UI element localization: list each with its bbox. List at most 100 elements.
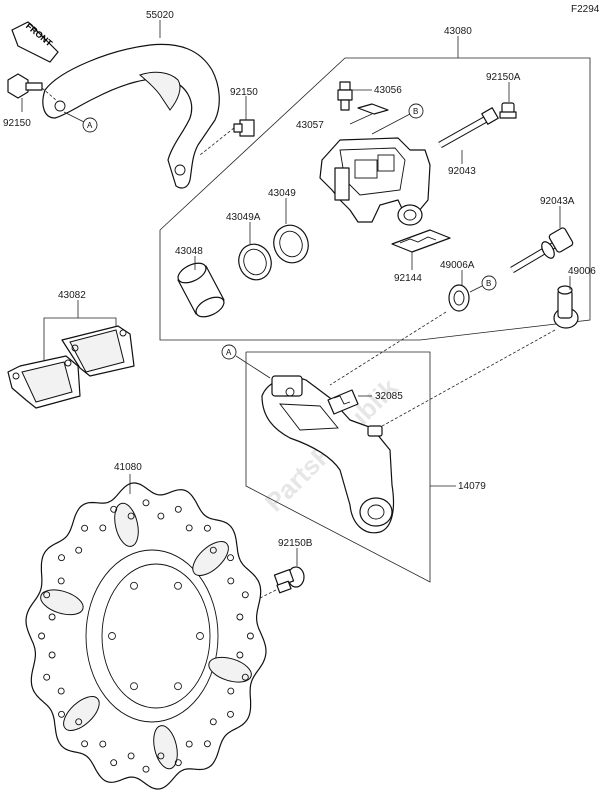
disc-hole: [48, 613, 56, 621]
disc-hole: [227, 710, 234, 718]
disc-hole: [43, 673, 51, 681]
disc-hole: [227, 554, 234, 562]
disc-hole: [246, 632, 254, 640]
pin-92043A: [510, 227, 574, 274]
disc-hole: [227, 687, 235, 695]
disc-hole: [48, 651, 56, 659]
disc-hole: [185, 740, 193, 748]
disc-hole: [203, 740, 211, 748]
label-92043: 92043: [448, 166, 476, 177]
disc-cutout: [63, 696, 100, 731]
disc-hole: [227, 577, 235, 585]
label-43048: 43048: [175, 246, 203, 257]
disc-hole: [57, 687, 65, 695]
pin-92043: [438, 107, 499, 149]
disc-hole: [110, 759, 118, 767]
label-92150A: 92150A: [486, 72, 521, 83]
front-arrow-icon: FRONT: [11, 21, 59, 63]
disc-cutout: [114, 502, 139, 547]
disc-mount-hole: [130, 581, 138, 590]
brake-pad-outer: [7, 355, 81, 409]
disc-hole: [236, 613, 244, 621]
disc-hole: [75, 546, 83, 554]
label-92150B: 92150B: [278, 538, 313, 549]
piston-seal-43049: [273, 224, 309, 264]
disc-hole: [203, 524, 211, 532]
disc-hole: [174, 759, 182, 767]
bolt-92150-left: [7, 73, 43, 99]
caliper-body: [319, 137, 431, 226]
disc-hole: [174, 505, 182, 513]
label-55020: 55020: [146, 10, 174, 21]
disc-mount-hole: [196, 632, 204, 640]
dust-seal-43049A: [238, 243, 272, 281]
disc-hole: [157, 512, 165, 520]
disc-hole: [209, 718, 217, 726]
disc-hub: [101, 563, 211, 709]
disc-hole: [58, 554, 65, 562]
figure-code: F2294: [571, 4, 600, 15]
label-41080: 41080: [114, 462, 142, 473]
disc-hole: [99, 740, 107, 748]
disc-cutout: [40, 589, 84, 616]
bleeder-cap-43057: [357, 103, 389, 115]
plug-92150A: [499, 102, 517, 119]
label-92043A: 92043A: [540, 196, 575, 207]
disc-hole: [209, 546, 217, 554]
disc-mount-hole: [174, 581, 182, 590]
disc-cutout: [192, 541, 229, 576]
disc-hole: [185, 524, 193, 532]
callout-a-1: A: [87, 121, 93, 130]
disc-hole: [127, 512, 135, 520]
boot-49006A: [448, 284, 470, 312]
disc-hole: [99, 524, 107, 532]
disc-hole: [81, 524, 89, 532]
disc-hole: [236, 651, 244, 659]
boot-49006: [553, 285, 579, 329]
disc-mount-hole: [108, 632, 116, 640]
disc-cutout: [153, 725, 178, 770]
label-43080: 43080: [444, 26, 472, 37]
piston-43048: [177, 262, 225, 318]
bolt-92150: [233, 119, 255, 137]
brake-disc: [25, 482, 267, 790]
pad-spring-92144: [391, 229, 451, 253]
caliper-assembly-outline: [159, 57, 591, 341]
label-92144: 92144: [394, 273, 422, 284]
disc-hole: [58, 710, 65, 718]
disc-mount-hole: [130, 682, 138, 691]
disc-hole: [81, 740, 89, 748]
brake-pad-inner: [61, 325, 135, 377]
callout-b-2: B: [486, 279, 491, 288]
bleeder-valve-43056: [337, 81, 353, 111]
disc-mount-hole: [174, 682, 182, 691]
label-14079: 14079: [458, 481, 486, 492]
disc-hole: [57, 577, 65, 585]
bolt-92150B: [273, 566, 305, 594]
disc-hole: [127, 752, 135, 760]
label-49006: 49006: [568, 266, 596, 277]
callout-b-1: B: [413, 107, 418, 116]
label-43057: 43057: [296, 120, 324, 131]
label-92150-left: 92150: [3, 118, 31, 129]
label-32085: 32085: [375, 391, 403, 402]
disc-hole: [142, 765, 150, 773]
label-49006A: 49006A: [440, 260, 475, 271]
disc-rim: [25, 482, 267, 790]
disc-hole: [110, 505, 118, 513]
pad-clip-32085: [327, 389, 359, 415]
chain-guide-bracket: [42, 43, 220, 189]
disc-cutout: [208, 656, 252, 683]
disc-hole: [75, 718, 83, 726]
label-43082: 43082: [58, 290, 86, 301]
label-43049A: 43049A: [226, 212, 261, 223]
disc-inner-ring: [85, 549, 219, 723]
label-43049: 43049: [268, 188, 296, 199]
holder-assembly-outline: [245, 351, 431, 583]
disc-hole: [38, 632, 46, 640]
disc-hole: [241, 673, 249, 681]
callout-a-2: A: [226, 348, 232, 357]
disc-hole: [241, 591, 249, 599]
caliper-holder: [261, 375, 395, 534]
